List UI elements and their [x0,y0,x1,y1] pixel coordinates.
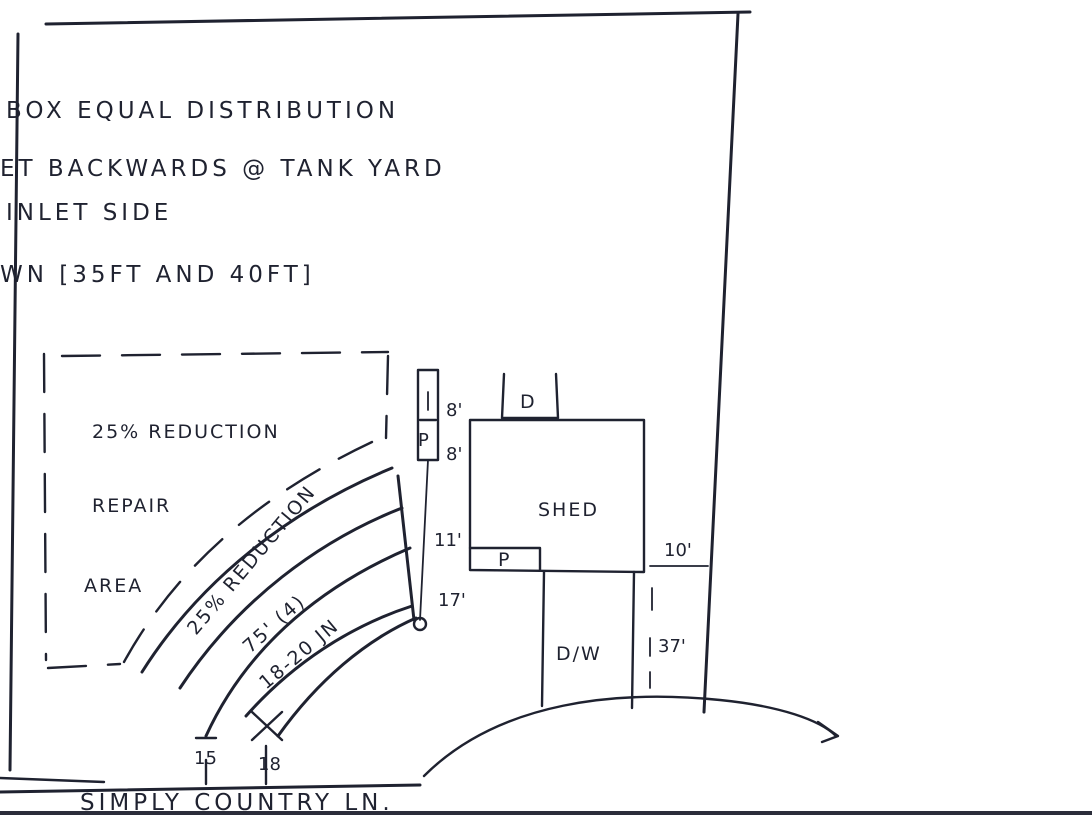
note-lengths: WN [35FT AND 40FT] [0,262,315,288]
box-p-upper: P [418,430,429,451]
repair-area-outline [42,350,390,670]
drainfield-lines [140,466,418,738]
label-dw: D/W [556,643,602,665]
label-p-lower: P [498,549,511,571]
label-area: AREA [84,575,143,597]
bottom-dimension-ticks [194,736,268,786]
note-tank-yard: ET BACKWARDS @ TANK YARD [0,156,446,182]
dim-11: 11' [434,530,462,551]
dim-8-a: 8' [446,400,462,421]
side-dimensions [649,565,709,689]
note-distribution-box: BOX EQUAL DISTRIBUTION [6,98,399,124]
d-box [500,372,560,420]
road-curve-arrow [422,695,840,778]
pump-column [416,368,440,621]
dim-37: 37' [658,636,686,657]
dim-17: 17' [438,590,466,611]
label-d-box: D [520,391,537,413]
road-name: SIMPLY COUNTRY LN. [80,790,394,815]
driveway [540,570,636,710]
label-repair: REPAIR [92,495,171,517]
dim-8-b: 8' [446,444,462,465]
property-boundary [0,10,752,794]
dim-15: 15 [194,748,217,769]
label-shed: SHED [538,499,599,521]
label-25-reduction: 25% REDUCTION [92,421,280,443]
dim-10: 10' [664,540,692,561]
note-inlet-side: INLET SIDE [6,200,172,226]
dim-18: 18 [258,754,281,775]
shed-outline [468,418,646,574]
scan-bottom-edge [0,811,1092,815]
